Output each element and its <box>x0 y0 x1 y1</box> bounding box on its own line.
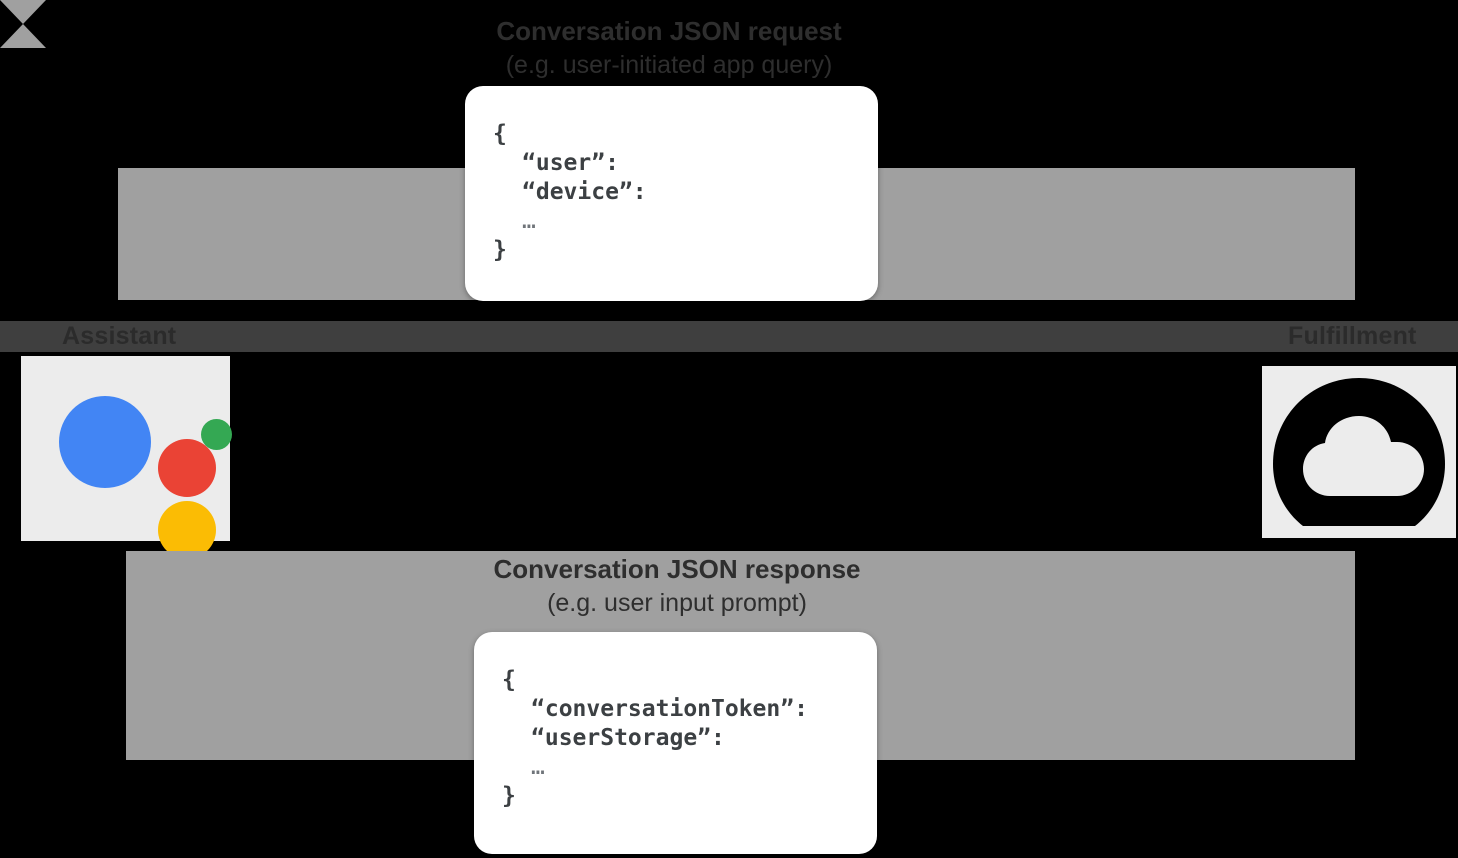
assistant-dot-green-icon <box>201 419 232 450</box>
response-json-key-user-storage: “userStorage”: <box>531 725 725 751</box>
request-json-open-brace: { <box>493 121 507 147</box>
request-json-key-device: “device”: <box>522 179 647 205</box>
response-json-card: { “conversationToken”: “userStorage”: … … <box>474 632 877 854</box>
assistant-dot-yellow-icon <box>158 501 216 559</box>
cloud-functions-icon <box>1273 378 1445 526</box>
lane-divider-band <box>0 321 1458 352</box>
response-flow-caption-title: Conversation JSON response <box>493 554 861 584</box>
response-flow-arrow-head-icon <box>0 24 46 48</box>
request-json-key-user: “user”: <box>522 150 619 176</box>
response-json-close-brace: } <box>502 783 516 809</box>
request-flow-caption-subtitle: (e.g. user-initiated app query) <box>505 51 833 79</box>
assistant-node <box>21 356 232 559</box>
response-json-key-conversation-token: “conversationToken”: <box>531 696 808 722</box>
response-flow-caption-subtitle: (e.g. user input prompt) <box>547 589 807 617</box>
response-flow-caption: Conversation JSON response (e.g. user in… <box>437 552 917 620</box>
assistant-dot-red-icon <box>158 439 216 497</box>
response-json-open-brace: { <box>502 667 516 693</box>
request-json-card: { “user”: “device”: … } <box>465 86 878 301</box>
request-json-ellipsis: … <box>522 208 538 234</box>
assistant-dot-blue-icon <box>59 396 151 488</box>
request-json-close-brace: } <box>493 237 507 263</box>
request-flow-caption-title: Conversation JSON request <box>496 16 842 46</box>
fulfillment-lane-label: Fulfillment <box>1288 322 1417 350</box>
request-flow-arrow-head-icon <box>0 0 46 24</box>
response-json-ellipsis: … <box>531 754 547 780</box>
request-flow-caption: Conversation JSON request (e.g. user-ini… <box>429 14 909 82</box>
assistant-lane-label: Assistant <box>62 322 177 350</box>
fulfillment-node <box>1262 366 1456 538</box>
google-assistant-icon <box>41 374 232 559</box>
